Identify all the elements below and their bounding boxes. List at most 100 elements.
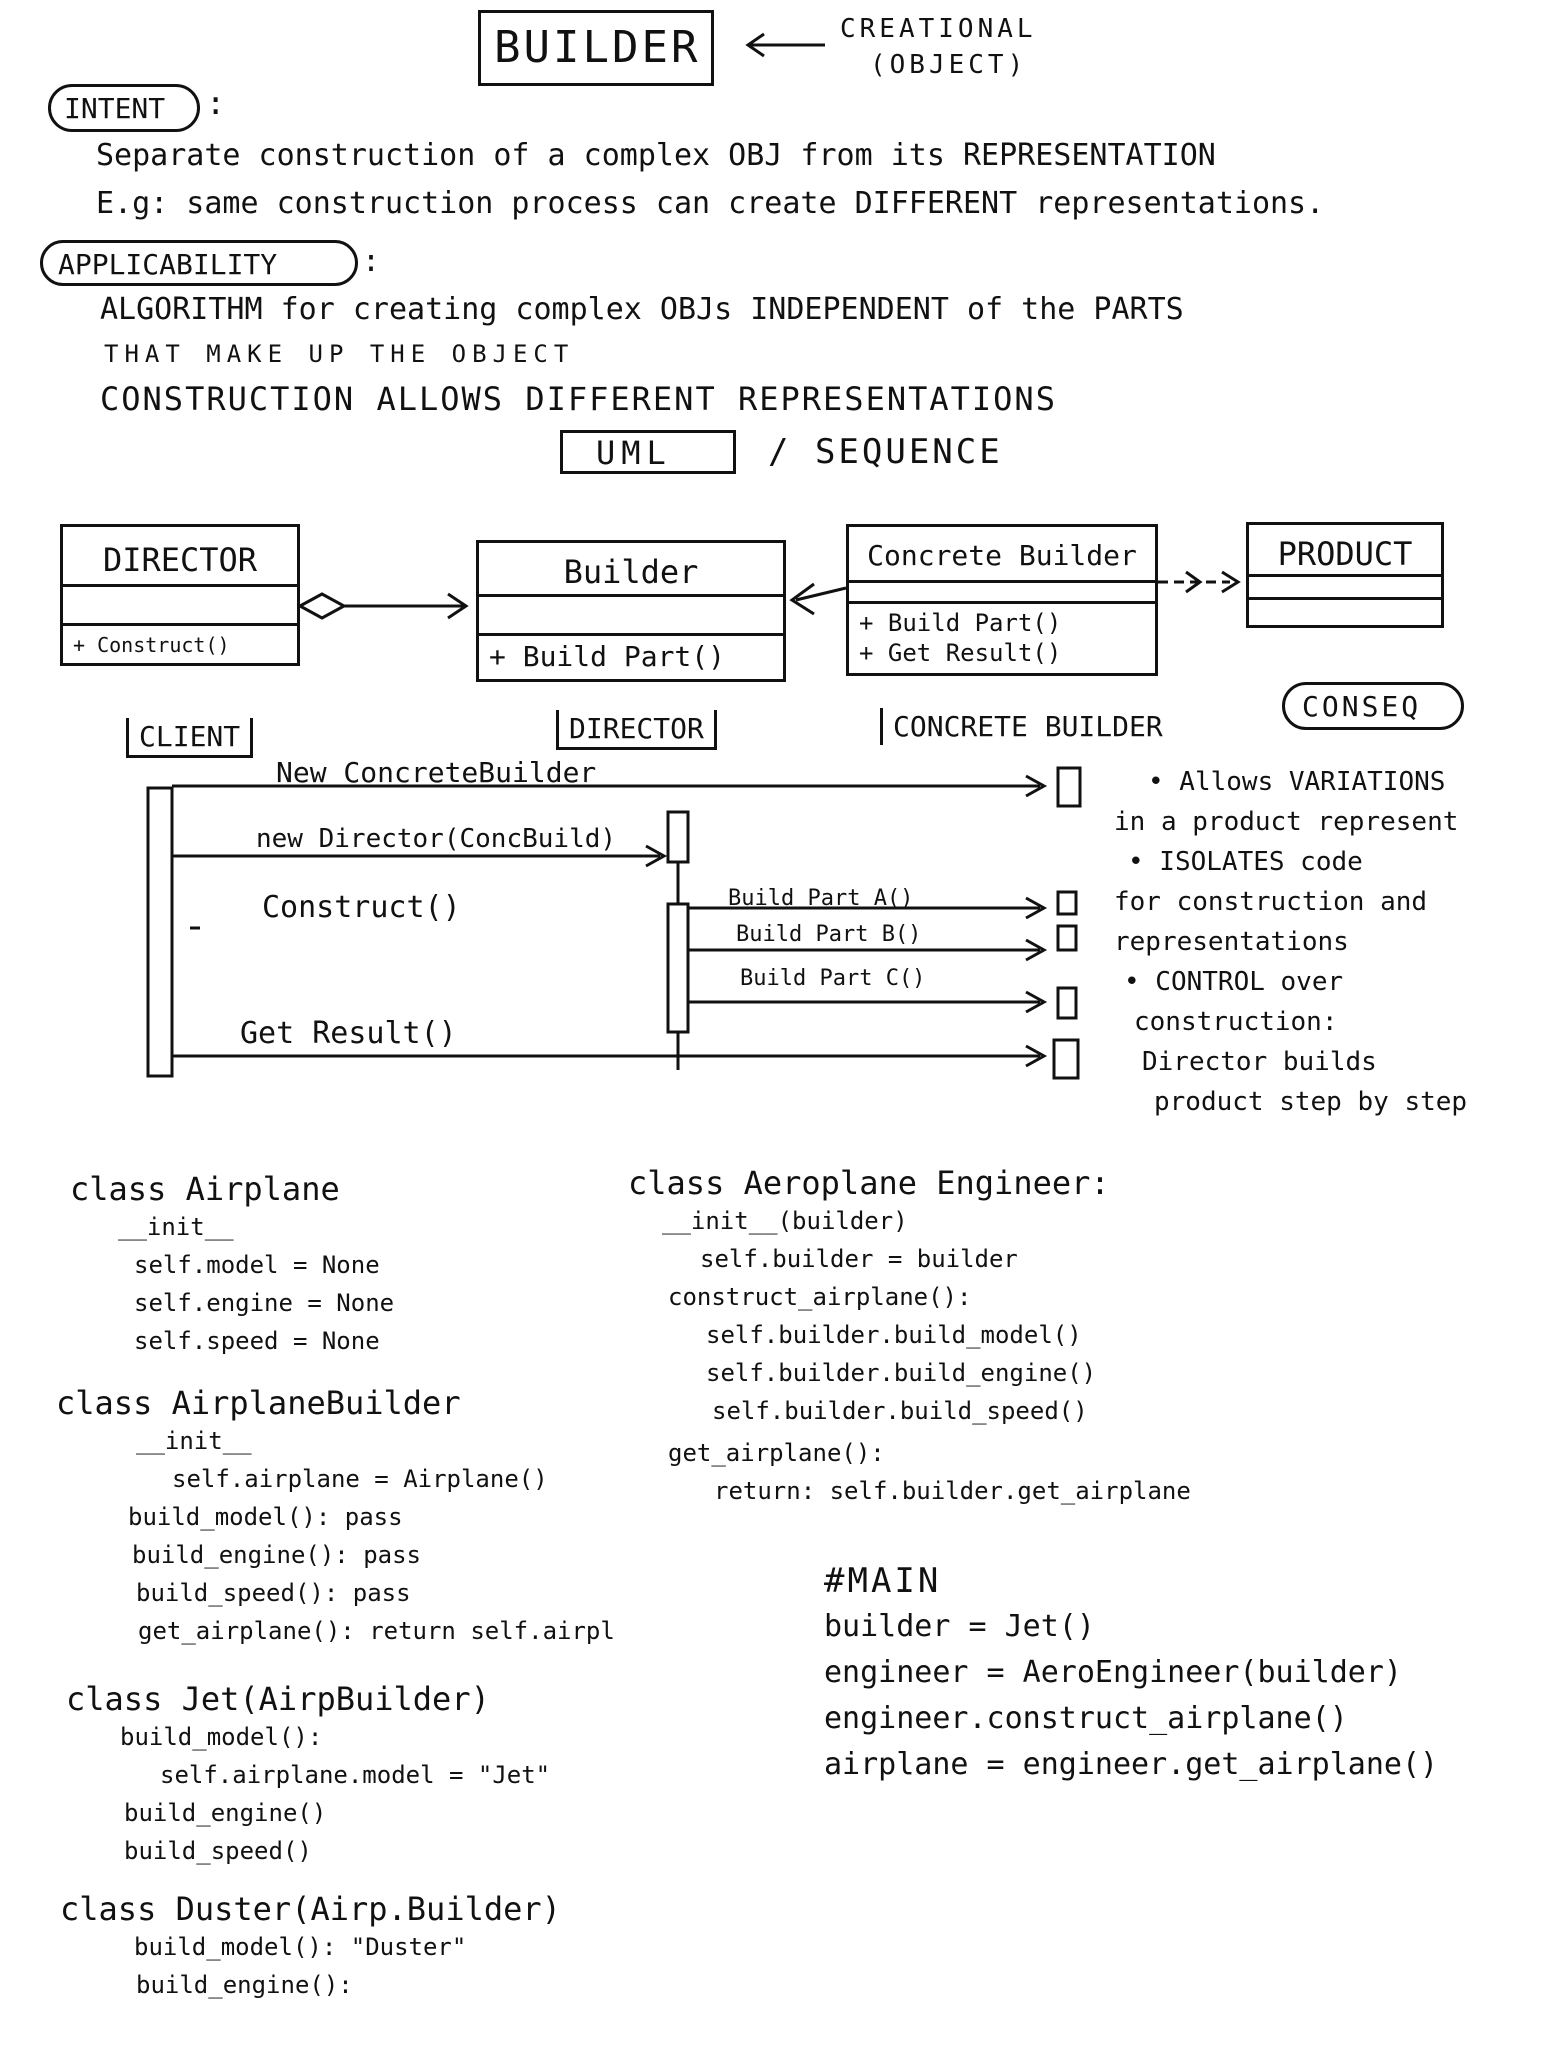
code-engineer-line-8: return: self.builder.get_airplane <box>714 1477 1191 1505</box>
code-airplane-line-2: self.model = None <box>134 1251 380 1279</box>
conseq-line-3: • ISOLATES code <box>1128 847 1363 877</box>
code-engineer-line-7: get_airplane(): <box>668 1439 885 1467</box>
uml-connectors <box>296 570 1241 620</box>
conseq-line-4: for construction and <box>1114 887 1428 917</box>
code-engineer-line-1: __init__(builder) <box>662 1207 908 1235</box>
code-airplane-builder: class AirplaneBuilder __init__ self.airp… <box>56 1384 615 1650</box>
intent-colon: : <box>206 84 226 122</box>
code-duster-line-1: build_model(): "Duster" <box>134 1933 467 1961</box>
code-airplane-line-4: self.speed = None <box>134 1327 380 1355</box>
code-airplane-builder-line-4: build_engine(): pass <box>132 1541 421 1569</box>
code-engineer-header: class Aeroplane Engineer: <box>628 1164 1110 1202</box>
code-main-header: #MAIN <box>824 1561 942 1601</box>
code-airplane-builder-line-1: __init__ <box>136 1427 252 1455</box>
intent-line-2: E.g: same construction process can creat… <box>96 186 1325 221</box>
code-engineer-line-2: self.builder = builder <box>700 1245 1018 1273</box>
builder-activation-4 <box>1056 986 1078 1020</box>
director-activation-2 <box>666 902 690 1034</box>
uml-product-attrs <box>1249 577 1441 600</box>
code-main-line-2: engineer = AeroEngineer(builder) <box>824 1655 1402 1690</box>
code-airplane-builder-header: class AirplaneBuilder <box>56 1384 461 1422</box>
conseq-list: • Allows VARIATIONS in a product represe… <box>1114 762 1467 1122</box>
applicability-line-3: CONSTRUCTION ALLOWS DIFFERENT REPRESENTA… <box>100 380 1057 418</box>
dependency-concrete-product <box>1158 570 1241 594</box>
builder-activation-5 <box>1052 1038 1080 1080</box>
code-jet-line-3: build_engine() <box>124 1799 327 1827</box>
code-main-line-1: builder = Jet() <box>824 1609 1095 1644</box>
applicability-colon: : <box>362 244 381 279</box>
uml-concrete-ops: + Build Part() + Get Result() <box>849 604 1155 672</box>
msg-construct: Construct() <box>262 890 461 925</box>
code-airplane-builder-line-6: get_airplane(): return self.airpl <box>138 1617 615 1645</box>
uml-class-concrete-builder: Concrete Builder + Build Part() + Get Re… <box>846 524 1158 676</box>
page-title: BUILDER <box>494 22 701 73</box>
intent-label-box <box>48 84 200 132</box>
code-airplane-builder-line-2: self.airplane = Airplane() <box>172 1465 548 1493</box>
uml-class-director: DIRECTOR + Construct() <box>60 524 300 666</box>
conseq-line-6: • CONTROL over <box>1124 967 1344 997</box>
title-note-1: CREATIONAL <box>840 14 1037 44</box>
conseq-line-2: in a product represent <box>1114 807 1459 837</box>
lifeline-client: CLIENT <box>126 718 254 758</box>
title-box <box>478 10 714 86</box>
code-duster-line-2: build_engine(): <box>136 1971 353 1999</box>
code-airplane-line-1: __init__ <box>118 1213 234 1241</box>
uml-director-op: + Construct() <box>73 633 230 657</box>
code-duster: class Duster(Airp.Builder) build_model()… <box>60 1890 561 2004</box>
code-main-line-4: airplane = engineer.get_airplane() <box>824 1747 1439 1782</box>
applicability-line-1: ALGORITHM for creating complex OBJs INDE… <box>100 292 1184 327</box>
code-jet-header: class Jet(AirpBuilder) <box>66 1680 490 1718</box>
code-jet: class Jet(AirpBuilder) build_model(): se… <box>66 1680 550 1870</box>
conseq-line-1: • Allows VARIATIONS <box>1148 767 1446 797</box>
conseq-label: CONSEQ <box>1302 690 1422 723</box>
uml-director-name: DIRECTOR <box>63 527 297 587</box>
msg-new-director: new Director(ConcBuild) <box>256 824 617 854</box>
code-engineer-line-3: construct_airplane(): <box>668 1283 972 1311</box>
uml-concrete-attrs <box>849 583 1155 604</box>
intent-label: INTENT <box>64 92 166 125</box>
uml-concrete-op-2: + Get Result() <box>859 639 1062 667</box>
code-duster-header: class Duster(Airp.Builder) <box>60 1890 561 1928</box>
conseq-line-7: construction: <box>1134 1007 1338 1037</box>
code-engineer-line-4: self.builder.build_model() <box>706 1321 1082 1349</box>
uml-builder-attrs <box>479 597 783 636</box>
code-jet-line-1: build_model(): <box>120 1723 323 1751</box>
title-arrow <box>745 32 825 58</box>
conseq-line-9: product step by step <box>1154 1087 1468 1117</box>
conseq-line-5: representations <box>1114 927 1349 957</box>
code-main-line-3: engineer.construct_airplane() <box>824 1701 1348 1736</box>
applicability-label: APPLICABILITY <box>58 248 278 281</box>
code-main: #MAIN builder = Jet() engineer = AeroEng… <box>824 1558 1438 1788</box>
uml-product-name: PRODUCT <box>1249 525 1441 577</box>
aggregation-director-builder <box>296 592 469 620</box>
applicability-label-box <box>40 240 358 286</box>
msg-build-part-b: Build Part B() <box>736 922 922 947</box>
lifeline-concrete-builder: CONCRETE BUILDER <box>880 708 1173 745</box>
uml-builder-name: Builder <box>479 543 783 597</box>
uml-class-product: PRODUCT <box>1246 522 1444 628</box>
builder-activation-2 <box>1056 890 1078 916</box>
msg-build-part-c: Build Part C() <box>740 966 926 991</box>
uml-heading-rest: / SEQUENCE <box>768 432 1003 472</box>
intent-line-1: Separate construction of a complex OBJ f… <box>96 138 1216 173</box>
uml-concrete-name: Concrete Builder <box>849 527 1155 583</box>
uml-heading-box <box>560 430 736 474</box>
code-airplane-builder-line-5: build_speed(): pass <box>136 1579 411 1607</box>
conseq-label-box <box>1282 682 1464 730</box>
uml-class-builder: Builder + Build Part() <box>476 540 786 682</box>
msg-new-concrete-builder: New ConcreteBuilder <box>276 756 597 789</box>
sequence-diagram <box>146 766 1082 1080</box>
code-airplane-line-3: self.engine = None <box>134 1289 395 1317</box>
client-activation <box>146 786 174 1078</box>
code-engineer-line-6: self.builder.build_speed() <box>712 1397 1088 1425</box>
code-airplane-builder-line-3: build_model(): pass <box>128 1503 403 1531</box>
conseq-line-8: Director builds <box>1142 1047 1377 1077</box>
msg-get-result: Get Result() <box>240 1016 457 1051</box>
director-activation-1 <box>666 810 690 864</box>
uml-builder-op: + Build Part() <box>489 640 726 673</box>
uml-heading-boxed: UML <box>596 434 672 472</box>
builder-activation-3 <box>1056 924 1078 952</box>
uml-director-attrs <box>63 587 297 626</box>
code-airplane-header: class Airplane <box>70 1170 340 1208</box>
lifeline-director: DIRECTOR <box>556 710 717 750</box>
